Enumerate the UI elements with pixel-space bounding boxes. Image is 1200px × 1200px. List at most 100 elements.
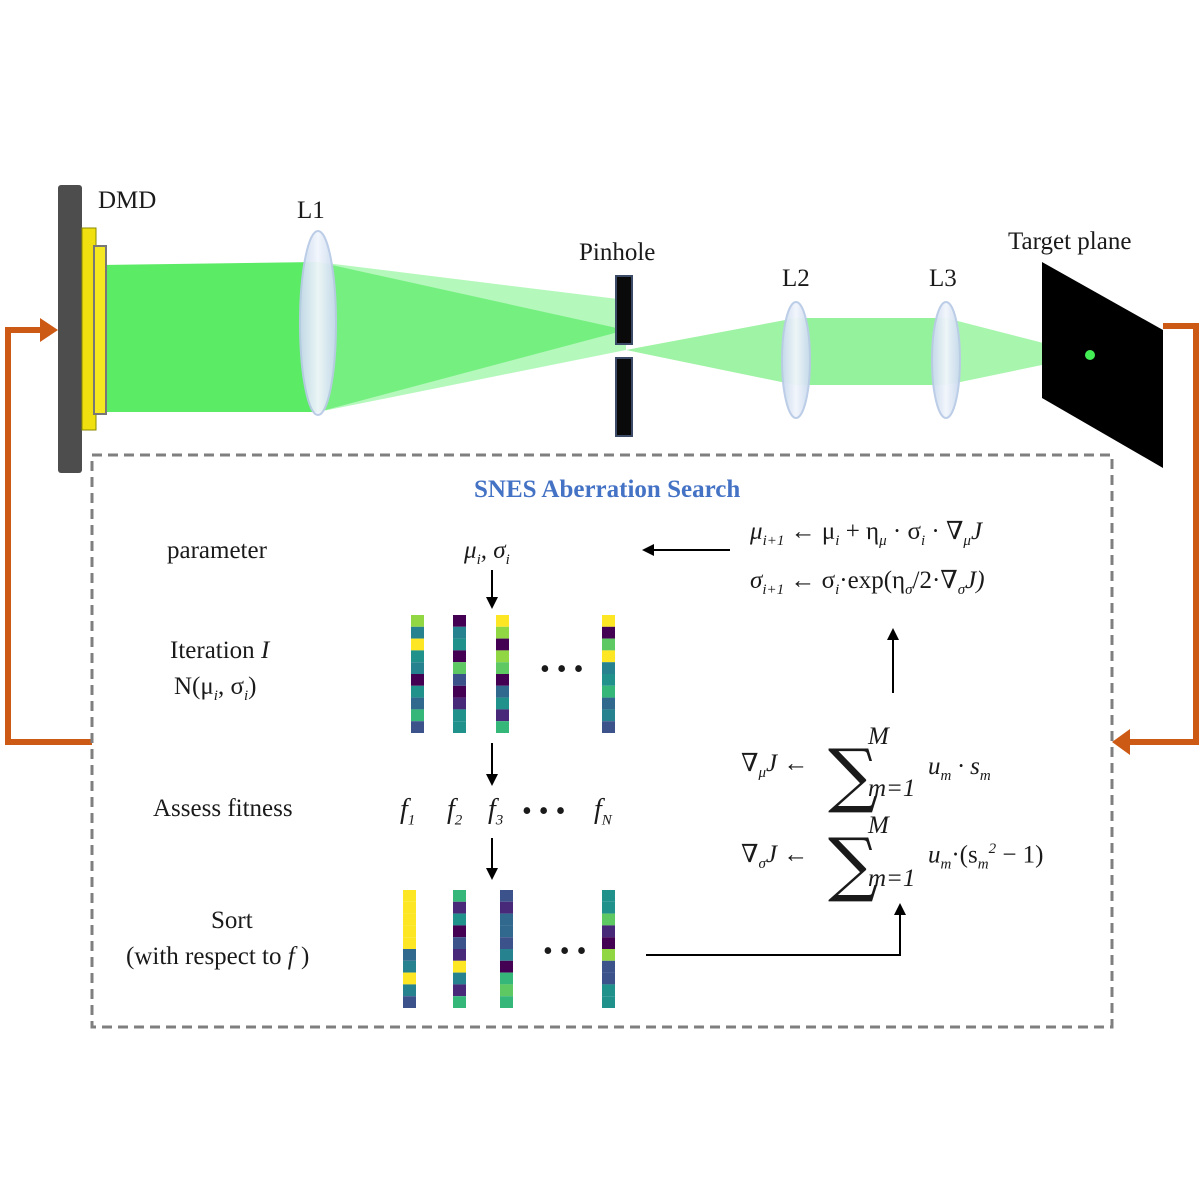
fitness-f2-var: f	[447, 794, 455, 825]
step-iteration: Iteration I	[170, 638, 269, 663]
population-segment	[411, 697, 424, 710]
snes-title: SNES Aberration Search	[474, 476, 741, 503]
population-segment	[453, 972, 466, 985]
fitness-fN-var: f	[594, 794, 602, 825]
eq-mu-sub: i+1	[762, 533, 785, 549]
population-segment	[496, 662, 509, 674]
population-segment	[500, 984, 513, 997]
dmd-chip	[93, 245, 107, 415]
population-segment	[411, 650, 424, 663]
population-segment	[403, 913, 416, 926]
step-iteration-dist: N(μi, σi)	[174, 674, 256, 704]
grad-sigma-s-sub: m	[977, 856, 989, 873]
eq-mu: μ	[750, 518, 763, 545]
eq-sigma-sub: i+1	[762, 582, 785, 598]
equation-grad-sigma-rhs: um·(sm2 − 1)	[928, 842, 1044, 872]
population-segment	[496, 709, 509, 722]
param-sigma-sub: i	[505, 552, 510, 568]
population-segment	[453, 960, 466, 973]
fitness-f3-var: f	[488, 794, 496, 825]
population-segment	[602, 721, 615, 733]
sum-sigma-bottom: m=1	[868, 865, 916, 892]
equation-grad-mu-lhs: ∇μJ ←	[741, 751, 808, 781]
population-segment	[403, 937, 416, 949]
fitness-f2-sub: 2	[454, 812, 463, 829]
label-dmd: DMD	[98, 187, 157, 214]
population-segment	[496, 697, 509, 710]
population-segment	[411, 626, 424, 639]
population-segment	[453, 685, 466, 698]
parameter-value: μi, σi	[464, 538, 510, 568]
sum-sigma-top: M	[868, 812, 889, 839]
population-segment	[602, 972, 615, 985]
eq-sigma-rhs1-sub: i	[835, 582, 840, 598]
population-segment	[500, 972, 513, 985]
eq-mu-rhs2-sub: μ	[879, 533, 887, 549]
population-segment	[411, 638, 424, 651]
sum-symbol-mu: ∑	[828, 734, 878, 816]
eq-mu-rhs4: · ∇	[925, 518, 964, 545]
population-segment	[602, 638, 615, 651]
population-segment	[602, 937, 615, 949]
grad-sigma-nabla: ∇	[741, 841, 759, 868]
label-l3: L3	[929, 265, 957, 292]
population-segment	[602, 984, 615, 997]
population-segment	[453, 709, 466, 722]
beam-dmd-l1	[100, 262, 318, 412]
eq-mu-rhs3-sub: i	[920, 533, 926, 549]
pinhole-lower	[615, 357, 633, 437]
population-segment	[496, 650, 509, 663]
grad-mu-u: u	[928, 753, 941, 780]
fitness-f1-sub: 1	[407, 812, 416, 829]
eq-sigma-rhs2-sub: σ	[905, 582, 913, 598]
sum-symbol-sigma: ∑	[828, 823, 878, 905]
beam-l1-pinhole-b	[318, 262, 626, 412]
lens-l1	[299, 230, 337, 416]
feedback-left	[5, 327, 92, 745]
param-mu-sub: i	[476, 552, 481, 568]
eq-mu-rhs5: J	[970, 518, 983, 545]
population-segment	[602, 709, 615, 722]
fitness-f2: f2	[447, 796, 462, 829]
beam-l3-target	[946, 318, 1090, 385]
target-spot	[1085, 350, 1095, 360]
population-segment	[453, 913, 466, 926]
ellipsis-fitness: • • •	[522, 796, 566, 827]
population-segment	[496, 626, 509, 639]
step-sort: Sort	[211, 907, 253, 934]
population-segment	[411, 674, 424, 686]
population-segment	[411, 615, 424, 627]
population-segment	[602, 615, 615, 627]
eq-mu-rhs1: ← μ	[790, 518, 836, 545]
population-segment	[500, 913, 513, 926]
sort-criterion-var: f	[287, 943, 295, 970]
population-segment	[403, 972, 416, 985]
param-mu: μ	[464, 537, 477, 564]
population-segment	[602, 960, 615, 973]
population-segment	[403, 949, 416, 961]
equation-grad-mu-rhs: um · sm	[928, 754, 991, 784]
iteration-dist-open: N(μ	[174, 673, 214, 700]
fitness-f3-sub: 3	[495, 812, 504, 829]
grad-sigma-s: ·(s	[951, 841, 978, 869]
grad-sigma-nabla-sub: σ	[758, 856, 766, 872]
population-segment	[602, 949, 615, 961]
population-segment	[403, 925, 416, 938]
ellipsis-sorted: • • •	[543, 936, 587, 967]
eq-mu-rhs3: · σ	[886, 518, 921, 545]
population-segment	[602, 901, 615, 914]
population-segment	[500, 937, 513, 949]
population-segment	[453, 674, 466, 686]
grad-sigma-u: u	[928, 841, 941, 869]
grad-mu-u-sub: m	[940, 768, 952, 784]
grad-sigma-lhs2: J ←	[765, 841, 809, 868]
target-plane	[1042, 262, 1163, 468]
population-segment	[496, 638, 509, 651]
step-assess-fitness: Assess fitness	[153, 795, 293, 822]
feedback-right-arrowhead	[1112, 729, 1130, 755]
population-segment	[500, 925, 513, 938]
grad-sigma-rhs3: − 1)	[996, 841, 1044, 869]
eq-sigma-rhs3: /2·∇	[912, 567, 958, 594]
step-parameter: parameter	[167, 537, 267, 564]
